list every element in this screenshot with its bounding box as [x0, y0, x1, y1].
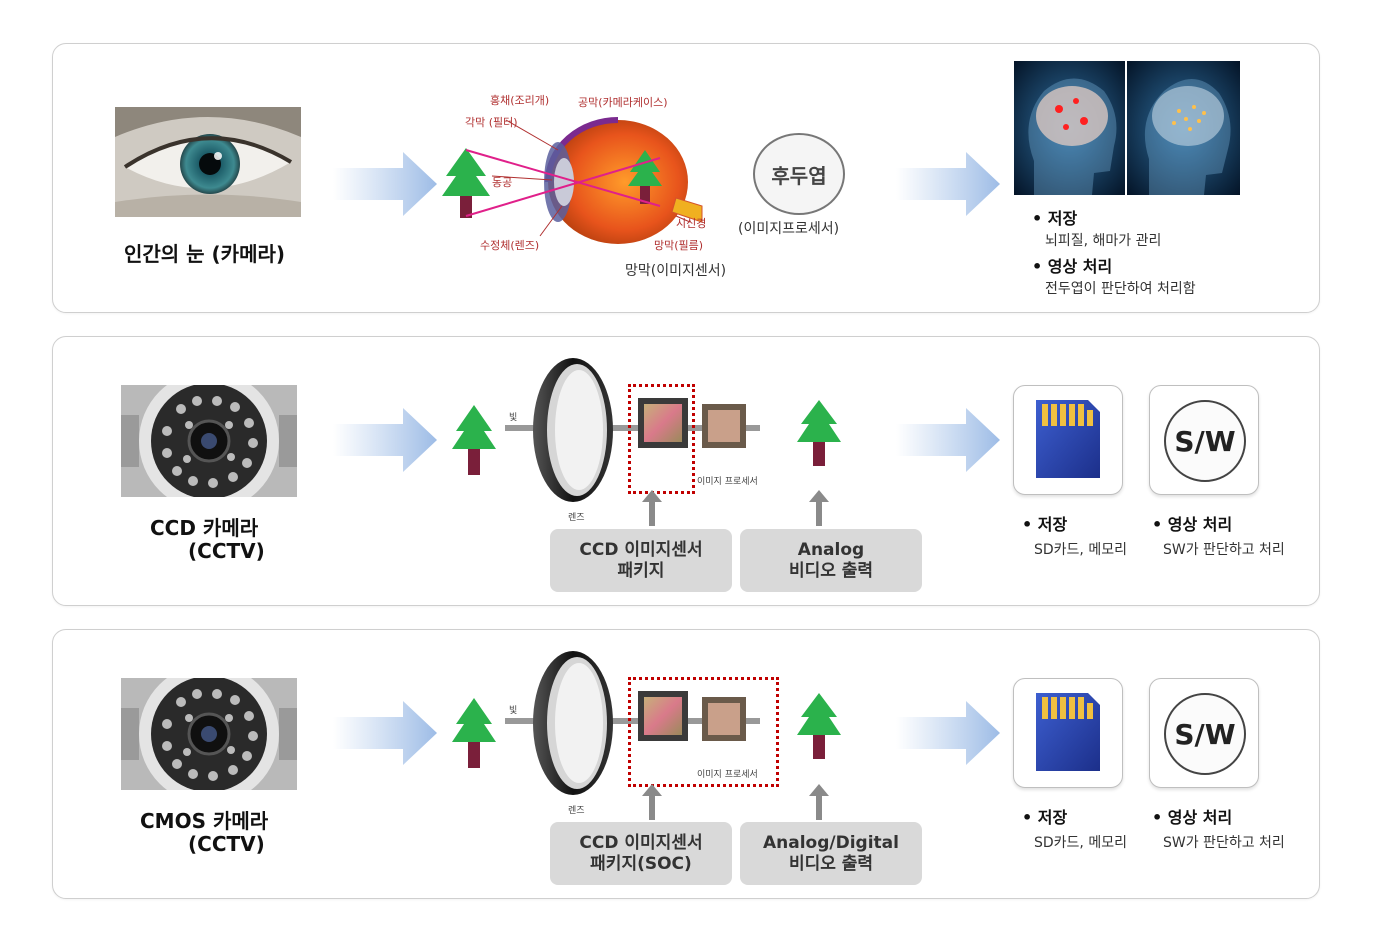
tree-output-icon [797, 400, 841, 466]
box-line1: CCD 이미지센서 [579, 539, 703, 560]
light-label: 빛 [509, 706, 518, 716]
row2-bullet-processing-title: • 영상 처리 [1152, 515, 1233, 534]
sd-card-tile [1013, 678, 1123, 788]
analog-output-box: Analog 비디오 출력 [740, 529, 922, 592]
box-line2: 패키지 [617, 560, 665, 581]
label-optic-nerve: 시신경 [676, 217, 707, 230]
sd-card-icon [1036, 693, 1100, 771]
occipital-sub-label: (이미지프로세서) [738, 221, 840, 237]
row1-bullet-storage-title: • 저장 [1032, 209, 1078, 228]
eye-anatomy-diagram [442, 117, 703, 244]
ccd-sensor-package-box: CCD 이미지센서 패키지 [550, 529, 732, 592]
label-iris: 홍채(조리개) [490, 94, 550, 107]
software-circle: S/W [1164, 693, 1246, 775]
up-arrow-icon [642, 784, 662, 820]
row2-bullet-processing-desc: SW가 판단하고 처리 [1163, 542, 1285, 558]
software-tile: S/W [1149, 678, 1259, 788]
occipital-label: 후두엽 [771, 163, 827, 188]
soc-highlight-box [628, 677, 779, 787]
label-sclera: 공막(카메라케이스) [578, 96, 668, 109]
up-arrow-icon [642, 490, 662, 526]
label-pupil: 동공 [492, 176, 513, 189]
processor-label: 이미지 프로세서 [697, 770, 758, 780]
box-line1: Analog/Digital [763, 832, 899, 853]
box-line1: Analog [797, 539, 865, 560]
box-line2: 비디오 출력 [788, 853, 874, 874]
tree-object-icon [452, 698, 496, 768]
label-lens: 수정체(렌즈) [480, 239, 540, 252]
row2-title-line1: CCD 카메라 [150, 516, 259, 540]
software-circle: S/W [1164, 400, 1246, 482]
flow-arrow-icon [896, 701, 1000, 765]
brain-image [1014, 61, 1240, 195]
ccd-sensor-soc-box: CCD 이미지센서 패키지(SOC) [550, 822, 732, 885]
box-line2: 패키지(SOC) [590, 853, 692, 874]
software-label: S/W [1174, 424, 1236, 458]
row2-bullet-storage-title: • 저장 [1022, 515, 1068, 534]
analog-digital-output-box: Analog/Digital 비디오 출력 [740, 822, 922, 885]
label-retina-film: 망막(필름) [654, 239, 704, 252]
row3-bullet-processing-desc: SW가 판단하고 처리 [1163, 835, 1285, 851]
cctv-camera-image [121, 385, 297, 497]
row1-bullet-storage-desc: 뇌피질, 해마가 관리 [1045, 233, 1162, 249]
flow-arrow-icon [333, 701, 437, 765]
row3-bullet-storage-desc: SD카드, 메모리 [1034, 835, 1127, 851]
label-cornea: 각막 (필터) [465, 116, 518, 129]
light-label: 빛 [509, 413, 518, 423]
tree-object-icon [452, 405, 496, 475]
row1-title: 인간의 눈 (카메라) [124, 242, 286, 266]
row3-bullet-processing-title: • 영상 처리 [1152, 808, 1233, 827]
flow-arrow-icon [333, 408, 437, 472]
row3-bullet-storage-title: • 저장 [1022, 808, 1068, 827]
row2-title-line2: (CCTV) [188, 539, 265, 563]
row1-bullet-processing-desc: 전두엽이 판단하여 처리함 [1045, 281, 1196, 297]
sensor-highlight-box [628, 384, 695, 494]
sd-card-icon [1036, 400, 1100, 478]
row3-title-line1: CMOS 카메라 [140, 809, 269, 833]
row3-title-line2: (CCTV) [188, 832, 265, 856]
lens-sensor-diagram [505, 358, 760, 502]
software-tile: S/W [1149, 385, 1259, 495]
lens-label: 렌즈 [568, 806, 585, 816]
flow-arrow-icon [896, 408, 1000, 472]
lens-label: 렌즈 [568, 513, 585, 523]
row2-bullet-storage-desc: SD카드, 메모리 [1034, 542, 1127, 558]
software-label: S/W [1174, 717, 1236, 751]
cctv-camera-image [121, 678, 297, 790]
row1-bullet-processing-title: • 영상 처리 [1032, 257, 1113, 276]
human-eye-image [115, 107, 301, 217]
processor-label: 이미지 프로세서 [697, 477, 758, 487]
occipital-lobe-circle: 후두엽 [753, 133, 845, 215]
up-arrow-icon [809, 490, 829, 526]
lens-sensor-diagram [505, 651, 760, 795]
box-line2: 비디오 출력 [788, 560, 874, 581]
box-line1: CCD 이미지센서 [579, 832, 703, 853]
flow-arrow-icon [896, 152, 1000, 216]
up-arrow-icon [809, 784, 829, 820]
sd-card-tile [1013, 385, 1123, 495]
tree-output-icon [797, 693, 841, 759]
flow-arrow-icon [333, 152, 437, 216]
label-retina-sensor: 망막(이미지센서) [625, 263, 727, 279]
